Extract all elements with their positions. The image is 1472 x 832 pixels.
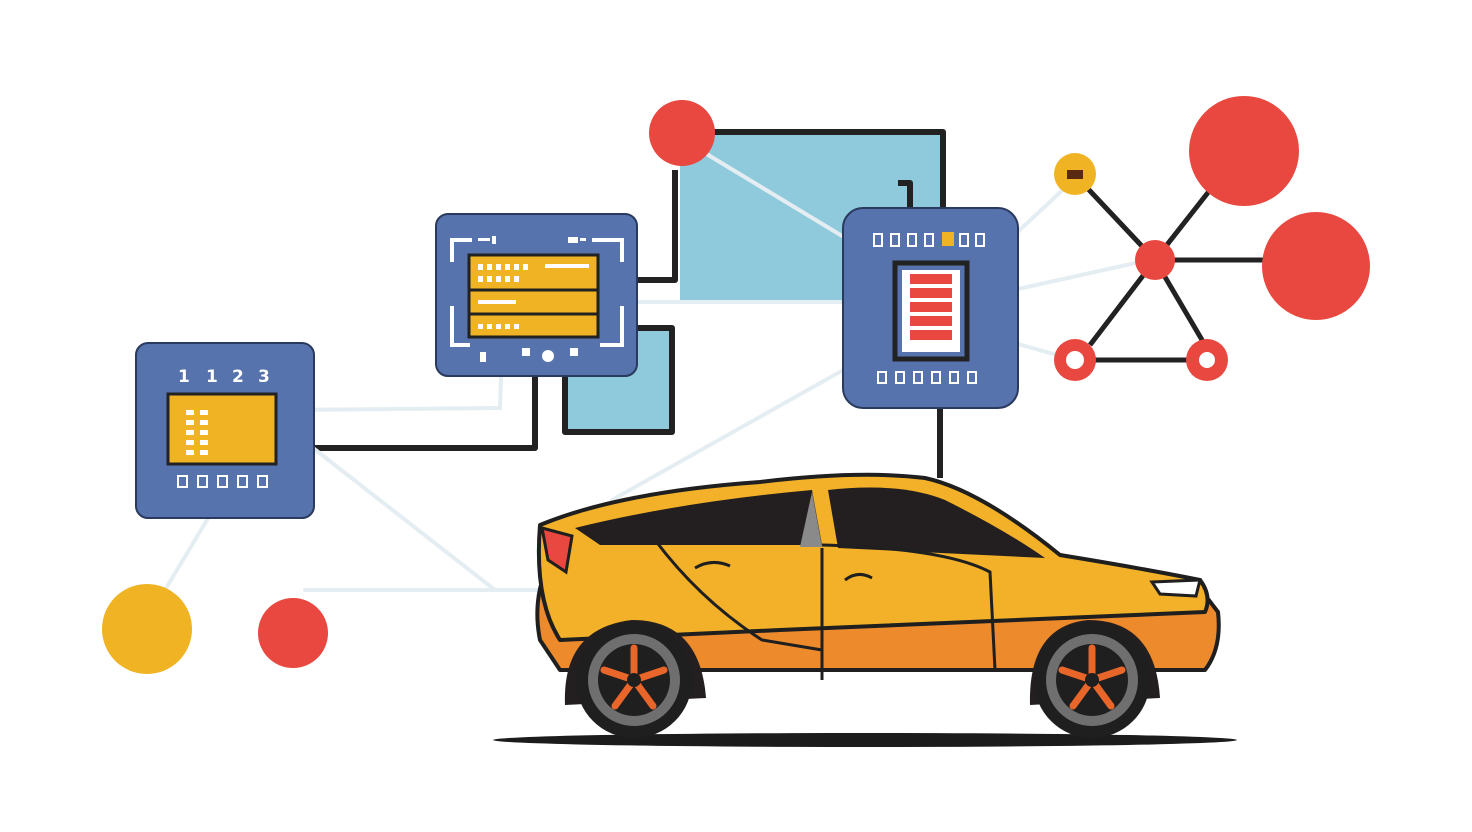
module-right	[842, 207, 1019, 409]
module-left: 1 1 2 3	[135, 342, 315, 519]
network-node-large-top	[1189, 96, 1299, 206]
module-left-label-4: 3	[258, 367, 270, 387]
module-left-label-1: 1	[178, 367, 190, 387]
car	[493, 472, 1237, 747]
car-wheel-front	[1034, 622, 1150, 738]
node-red-bottom-left	[258, 598, 328, 668]
car-shadow	[493, 733, 1237, 747]
network-graph	[1054, 96, 1370, 381]
network-node-large-right	[1262, 212, 1370, 320]
module-middle	[435, 213, 638, 377]
car-window-front	[828, 487, 1045, 558]
car-headlight	[1149, 578, 1202, 598]
module-left-label-3: 2	[232, 367, 244, 387]
network-hub-node	[1135, 240, 1175, 280]
car-window-rear	[575, 490, 822, 545]
node-red-top	[649, 100, 715, 166]
chip-left	[166, 392, 278, 466]
car-wheel-rear	[576, 622, 692, 738]
car-tail-light	[540, 525, 574, 575]
module-left-label-2: 1	[206, 367, 218, 387]
node-yellow-bottom-left	[102, 584, 192, 674]
